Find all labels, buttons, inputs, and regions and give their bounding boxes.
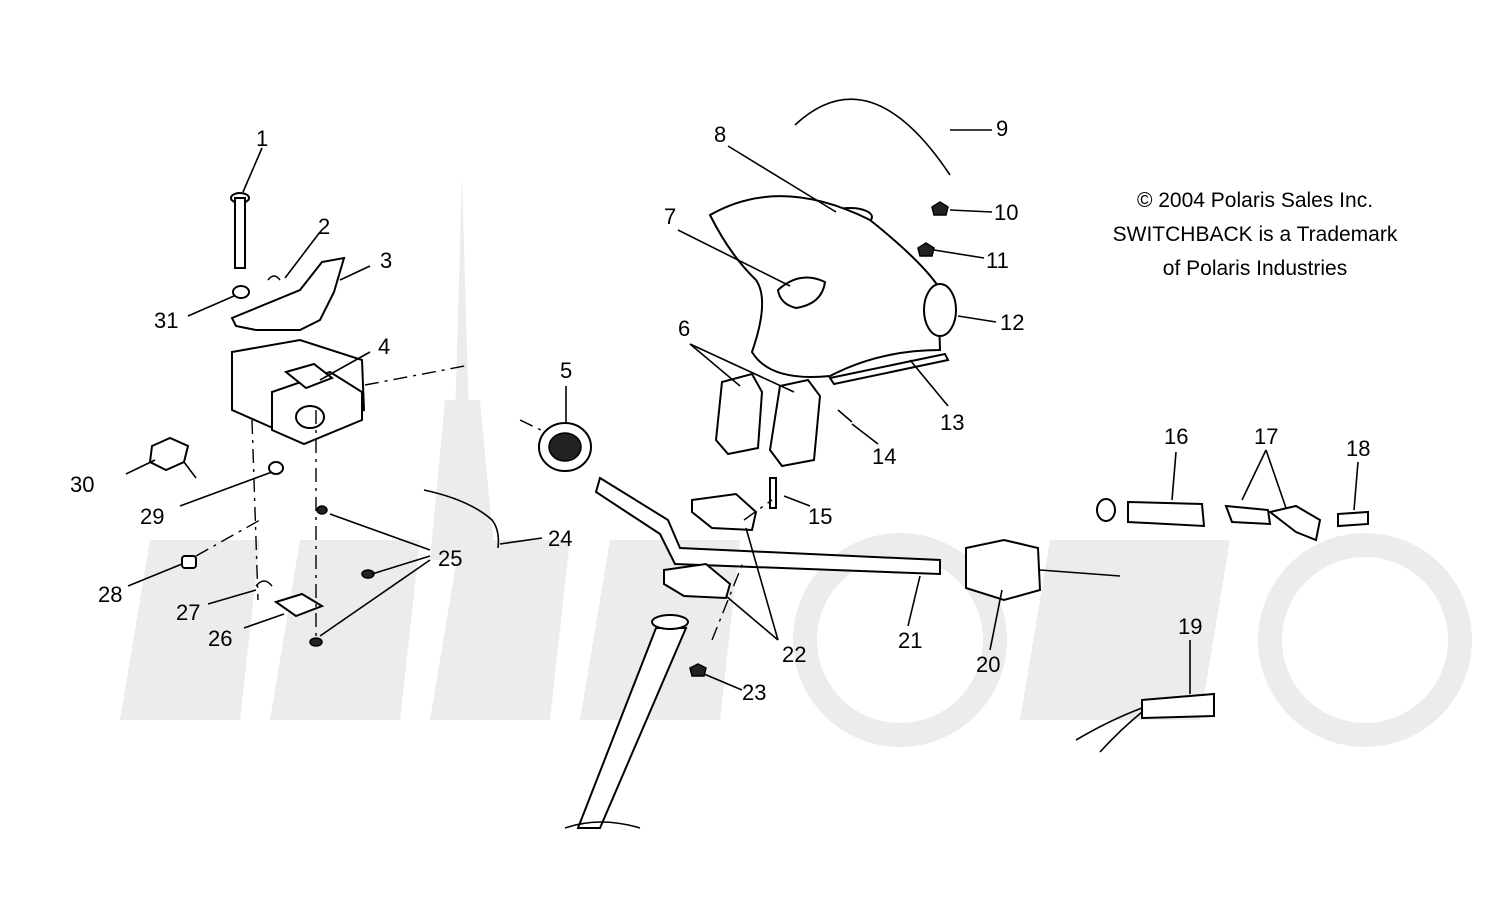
callout-11: 11 <box>986 248 1009 273</box>
handlebar-group <box>519 419 941 829</box>
clip-part-2 <box>267 275 281 281</box>
screw-part-18 <box>1337 510 1369 528</box>
blocks-part-6 <box>714 372 822 468</box>
callout-6: 6 <box>678 316 690 341</box>
key-part-30 <box>148 436 197 479</box>
callout-17: 17 <box>1254 424 1278 449</box>
callout-5: 5 <box>560 358 572 383</box>
callout-13: 13 <box>940 410 964 435</box>
nut-part-23 <box>689 663 707 677</box>
screw-part-14 <box>837 409 853 423</box>
callout-29: 29 <box>140 504 164 529</box>
trademark-line: SWITCHBACK is a Trademark <box>1112 223 1398 246</box>
grip-group <box>1075 498 1369 753</box>
callout-21: 21 <box>898 628 922 653</box>
callout-22: 22 <box>782 642 806 667</box>
heater-part-19 <box>1075 692 1215 753</box>
callout-24: 24 <box>548 526 572 551</box>
plate-part-26 <box>273 592 325 618</box>
throttle-group <box>423 489 1121 602</box>
cable-part-24 <box>423 489 500 549</box>
grommet-part-29 <box>268 461 284 475</box>
callout-27: 27 <box>176 600 200 625</box>
callout-25: 25 <box>438 546 462 571</box>
bolt-part-15 <box>769 477 777 509</box>
callout-2: 2 <box>318 214 330 239</box>
collar-part-5 <box>519 419 592 472</box>
nut-part-11 <box>917 242 935 257</box>
callout-3: 3 <box>380 248 392 273</box>
grip-part-16 <box>1127 500 1206 528</box>
screws-part-25 <box>309 505 375 647</box>
callout-23: 23 <box>742 680 766 705</box>
handlebar-pad-group <box>708 98 957 423</box>
trademark-owner-line: of Polaris Industries <box>1162 257 1348 280</box>
callout-30: 30 <box>70 472 94 497</box>
callout-31: 31 <box>154 308 178 333</box>
washer-part-31 <box>232 285 250 299</box>
copyright-notice: © 2004 Polaris Sales Inc. SWITCHBACK is … <box>1090 184 1420 286</box>
callout-15: 15 <box>808 504 832 529</box>
callout-4: 4 <box>378 334 390 359</box>
housing-part-4 <box>231 338 471 446</box>
callout-16: 16 <box>1164 424 1188 449</box>
callout-7: 7 <box>664 204 676 229</box>
clamps-part-22 <box>663 492 758 600</box>
callout-26: 26 <box>208 626 232 651</box>
callout-14: 14 <box>872 444 896 469</box>
eclip-part-27 <box>255 580 273 587</box>
handlebar-part-21 <box>594 476 941 576</box>
strip-part-13 <box>828 352 950 386</box>
copyright-line: © 2004 Polaris Sales Inc. <box>1136 189 1374 212</box>
callout-18: 18 <box>1346 436 1370 461</box>
callout-10: 10 <box>994 200 1018 225</box>
bolt-part-1 <box>230 192 250 269</box>
nut-part-28 <box>181 555 197 569</box>
bracket-part-3 <box>230 256 346 331</box>
callout-labels: 1 2 3 4 5 6 7 8 9 10 11 12 13 14 15 16 1… <box>70 116 1370 705</box>
callout-19: 19 <box>1178 614 1202 639</box>
nut-part-10 <box>931 201 949 216</box>
grip-end <box>1096 498 1116 522</box>
callout-12: 12 <box>1000 310 1024 335</box>
callout-20: 20 <box>976 652 1000 677</box>
throttle-part-20 <box>965 538 1042 602</box>
strap-part-9 <box>794 98 951 176</box>
callout-8: 8 <box>714 122 726 147</box>
callout-9: 9 <box>996 116 1008 141</box>
end-part-12 <box>923 283 957 337</box>
adapter-part-17 <box>1224 504 1272 526</box>
callout-28: 28 <box>98 582 122 607</box>
leader-lines <box>125 129 1359 694</box>
callout-1: 1 <box>256 126 268 151</box>
